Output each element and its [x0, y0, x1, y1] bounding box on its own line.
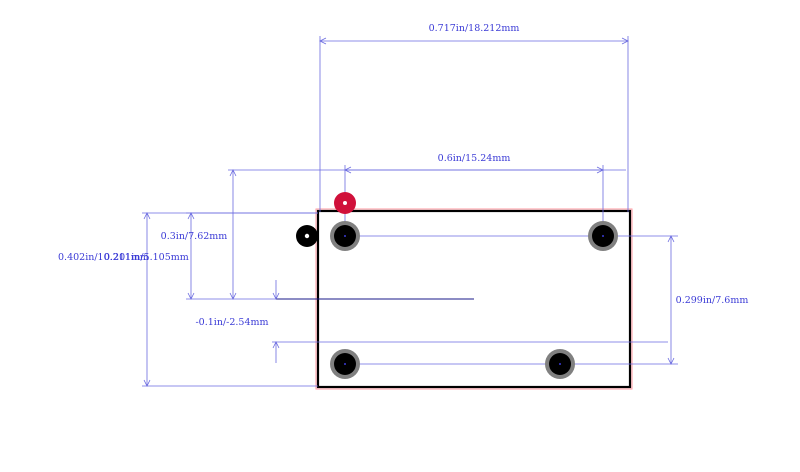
dim-offset: -0.1in/-2.54mm — [195, 280, 668, 363]
dim-height-overall: 0.402in/10.211mm 0.201in/5.105mm — [58, 212, 318, 387]
dim-offset-label: -0.1in/-2.54mm — [195, 317, 268, 328]
dim-vertical-outer — [228, 169, 626, 300]
pad-3 — [330, 349, 360, 379]
pin1-marker — [334, 192, 356, 214]
dim-width-overall: 0.717in/18.212mm — [319, 23, 629, 212]
pad-1 — [330, 221, 360, 251]
dim-pin-pitch-y: 0.299in/7.6mm — [345, 235, 749, 365]
dim-pin-row-offset-label: 0.3in/7.62mm — [161, 231, 228, 242]
dim-height-half-label: 0.201in/5.105mm — [104, 252, 189, 263]
dim-pin-pitch-x-label: 0.6in/15.24mm — [438, 153, 511, 164]
dim-width-overall-label: 0.717in/18.212mm — [429, 23, 520, 34]
dim-pin-pitch-y-label: 0.299in/7.6mm — [676, 295, 749, 306]
pad-2 — [588, 221, 618, 251]
pad-4 — [545, 349, 575, 379]
dim-pin-pitch-x: 0.6in/15.24mm — [344, 153, 604, 236]
origin-marker — [296, 225, 318, 247]
dim-height-overall-label: 0.402in/10.211mm — [58, 252, 149, 263]
